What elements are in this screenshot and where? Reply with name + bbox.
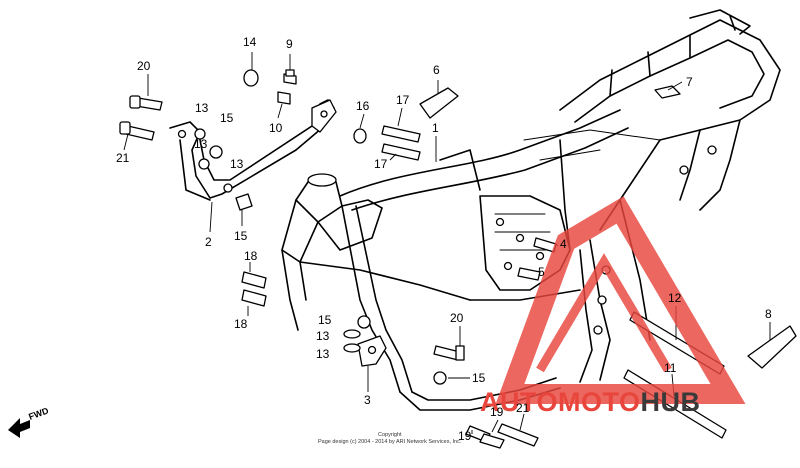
callout-15-top: 15 [220,111,234,125]
callout-17-top: 17 [396,93,410,107]
callout-18-top: 18 [244,249,258,263]
callout-2: 2 [205,235,212,249]
engine-hanger-front [169,99,337,201]
callout-labels: 20 13 15 13 13 21 14 9 10 16 17 17 6 1 7… [116,35,772,443]
callout-13-center-b: 13 [316,347,330,361]
callout-10: 10 [269,121,283,135]
callout-1: 1 [432,121,439,135]
callout-15-center: 15 [318,313,332,327]
callout-18-bottom: 18 [234,317,248,331]
watermark: AUTOMOTOHUB [480,196,746,417]
callout-19-right: 19 [490,405,504,419]
copyright-line-2: Page design (c) 2004 - 2014 by ARI Netwo… [318,439,462,445]
callout-7: 7 [686,75,693,89]
copyright-line-1: Copyright [378,432,402,438]
callout-13-right: 13 [230,157,244,171]
callout-5: 5 [538,265,545,279]
callout-14: 14 [243,35,257,49]
callout-19-bottom: 19 [458,429,472,443]
callout-12: 12 [668,291,682,305]
watermark-word-moto: MOTO [558,387,641,417]
callout-3: 3 [364,393,371,407]
callout-13-center-a: 13 [316,329,330,343]
callout-20-top: 20 [137,59,151,73]
callout-13-mid: 13 [194,137,208,151]
leader-lines [123,52,771,434]
watermark-word-hub: HUB [641,387,701,417]
callout-11: 11 [664,361,677,375]
fwd-arrow-icon [8,418,30,438]
watermark-word-auto: AUTO [480,387,558,417]
callout-15-bottom: 15 [472,371,486,385]
callout-6: 6 [433,63,440,77]
callout-15-left: 15 [234,229,248,243]
callout-16: 16 [356,99,370,113]
forward-direction-indicator: FWD [8,405,50,438]
fwd-label: FWD [27,405,50,422]
callout-21-left: 21 [116,151,130,165]
callout-17-bottom: 17 [374,157,388,171]
lower-bracket [357,335,387,367]
callout-9: 9 [286,37,293,51]
watermark-text: AUTOMOTOHUB [480,387,701,417]
copyright-notice: Copyright Page design (c) 2004 - 2014 by… [318,432,462,445]
callout-20-bottom: 20 [450,311,464,325]
callout-4: 4 [560,237,567,251]
callout-13-top: 13 [195,101,209,115]
callout-8: 8 [765,307,772,321]
callout-21-bottom: 21 [516,401,530,415]
